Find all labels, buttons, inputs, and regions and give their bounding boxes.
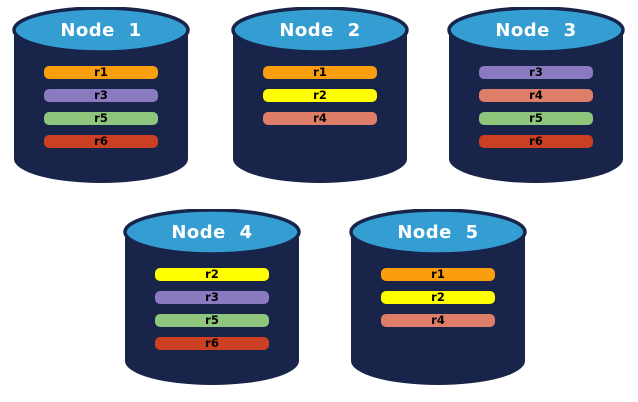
replica-list: r1 r2 r4 <box>263 66 377 125</box>
db-node: Node 3 r3 r4 r5 r6 <box>446 7 626 189</box>
replica-bar-r4: r4 <box>381 314 495 327</box>
replica-list: r3 r4 r5 r6 <box>479 66 593 148</box>
replica-list: r1 r3 r5 r6 <box>44 66 158 148</box>
replica-bar-r1: r1 <box>44 66 158 79</box>
db-node: Node 5 r1 r2 r4 <box>348 209 528 391</box>
replica-bar-r5: r5 <box>44 112 158 125</box>
replica-bar-r6: r6 <box>44 135 158 148</box>
replica-list: r2 r3 r5 r6 <box>155 268 269 350</box>
node-label: Node 4 <box>171 222 253 243</box>
db-node: Node 1 r1 r3 r5 r6 <box>11 7 191 189</box>
replica-bar-r3: r3 <box>479 66 593 79</box>
replica-bar-r1: r1 <box>263 66 377 79</box>
replica-bar-r6: r6 <box>479 135 593 148</box>
replica-bar-r1: r1 <box>381 268 495 281</box>
db-node: Node 4 r2 r3 r5 r6 <box>122 209 302 391</box>
replica-bar-r4: r4 <box>479 89 593 102</box>
replica-bar-r2: r2 <box>381 291 495 304</box>
replica-bar-r2: r2 <box>263 89 377 102</box>
node-label: Node 3 <box>495 20 577 41</box>
replica-bar-r6: r6 <box>155 337 269 350</box>
node-label: Node 1 <box>60 20 142 41</box>
node-label: Node 5 <box>397 222 479 243</box>
replica-bar-r4: r4 <box>263 112 377 125</box>
replica-bar-r3: r3 <box>155 291 269 304</box>
node-label: Node 2 <box>279 20 361 41</box>
db-node: Node 2 r1 r2 r4 <box>230 7 410 189</box>
replica-bar-r5: r5 <box>155 314 269 327</box>
replica-bar-r5: r5 <box>479 112 593 125</box>
replica-bar-r2: r2 <box>155 268 269 281</box>
replica-list: r1 r2 r4 <box>381 268 495 327</box>
replica-bar-r3: r3 <box>44 89 158 102</box>
